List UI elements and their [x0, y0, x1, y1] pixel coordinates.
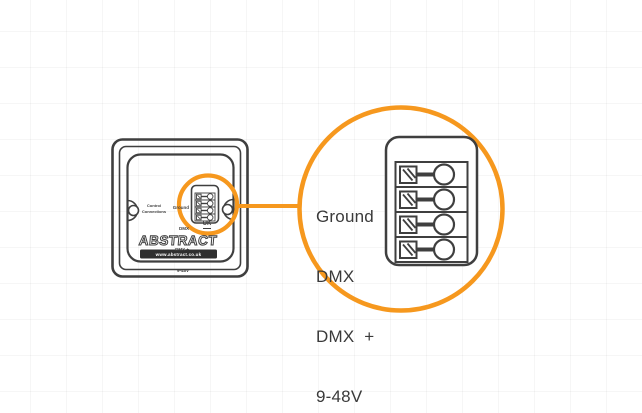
pin-label-power: 9-48V — [316, 387, 363, 406]
callout-pin-labels: Ground DMX DMX + 9-48V — [316, 167, 374, 413]
brand-logo: ABSTRACT — [138, 233, 219, 249]
control-connections-label: Control Connections — [141, 203, 167, 214]
terminal-row — [393, 160, 470, 189]
pin-label-ground: Ground — [316, 207, 374, 226]
terminal-row-mini — [194, 213, 216, 222]
pin-label-dmx-minus: DMX — [316, 267, 355, 286]
pin-label-dmx-plus: DMX + — [316, 327, 375, 346]
brand-website: www.abstract.co.uk — [155, 252, 202, 257]
callout-circle — [297, 105, 505, 313]
terminal-row — [393, 185, 470, 214]
screw-hole-left-icon — [127, 204, 140, 217]
terminal-row — [393, 210, 470, 239]
pin-label-ground: Ground — [172, 205, 189, 210]
pin-label-power: 9-48V — [176, 268, 189, 273]
brand-bar — [140, 249, 217, 259]
device-pin-labels: Ground DMX DMX + 9-48V — [157, 190, 189, 288]
screw-hole-right-icon — [221, 203, 234, 216]
uk-marking: UK — [202, 221, 212, 229]
large-terminal-block — [384, 135, 479, 267]
face-plate — [126, 153, 235, 263]
terminal-row-mini — [194, 206, 216, 215]
pin-label-dmx-plus: DMX + — [175, 247, 189, 252]
pin-label-dmx-minus: DMX — [179, 226, 189, 231]
terminal-row-mini — [194, 192, 216, 201]
mini-terminal-block — [190, 184, 220, 224]
terminal-row — [393, 235, 470, 264]
terminal-row-mini — [194, 199, 216, 208]
device-wall-panel — [111, 138, 249, 278]
